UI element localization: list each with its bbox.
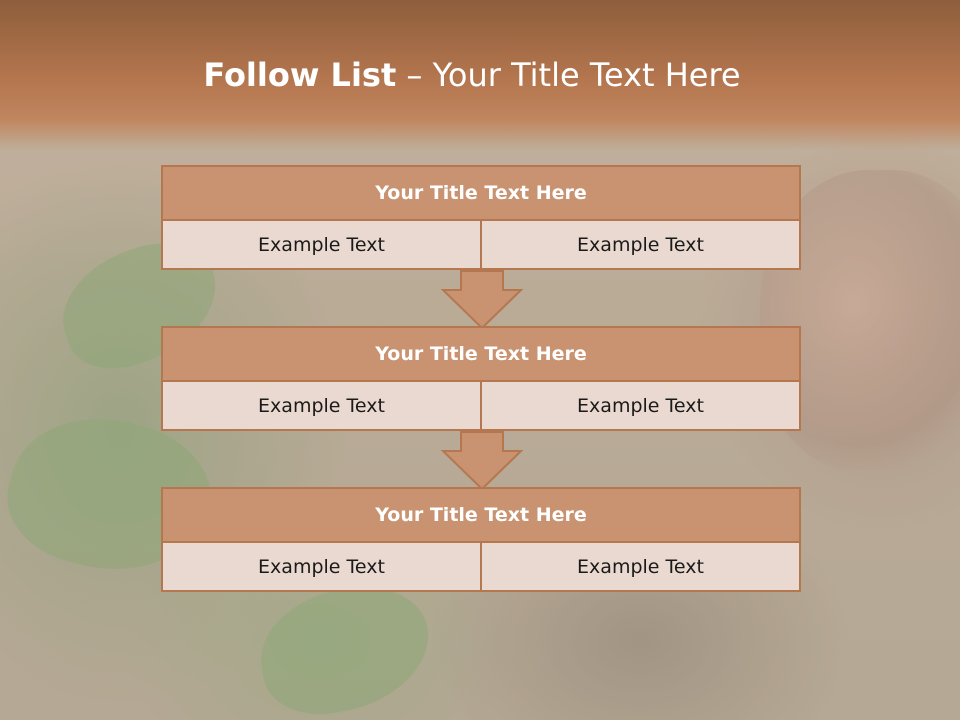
block-row: Example Text Example Text bbox=[161, 543, 801, 592]
block-cell-right: Example Text bbox=[480, 221, 801, 270]
block-row: Example Text Example Text bbox=[161, 382, 801, 431]
slide-title: Follow List – Your Title Text Here bbox=[0, 56, 944, 94]
block-heading: Your Title Text Here bbox=[161, 326, 801, 382]
down-arrow-icon bbox=[440, 270, 524, 330]
down-arrow-icon bbox=[440, 431, 524, 491]
title-band bbox=[0, 0, 960, 150]
list-block: Your Title Text Here Example Text Exampl… bbox=[161, 487, 801, 592]
block-cell-right: Example Text bbox=[480, 382, 801, 431]
block-heading: Your Title Text Here bbox=[161, 165, 801, 221]
list-block: Your Title Text Here Example Text Exampl… bbox=[161, 326, 801, 431]
block-cell-left: Example Text bbox=[161, 221, 482, 270]
list-block: Your Title Text Here Example Text Exampl… bbox=[161, 165, 801, 270]
title-bold: Follow List bbox=[203, 56, 397, 94]
block-cell-left: Example Text bbox=[161, 382, 482, 431]
title-rest: – Your Title Text Here bbox=[396, 56, 741, 94]
block-cell-left: Example Text bbox=[161, 543, 482, 592]
block-heading: Your Title Text Here bbox=[161, 487, 801, 543]
block-cell-right: Example Text bbox=[480, 543, 801, 592]
block-row: Example Text Example Text bbox=[161, 221, 801, 270]
